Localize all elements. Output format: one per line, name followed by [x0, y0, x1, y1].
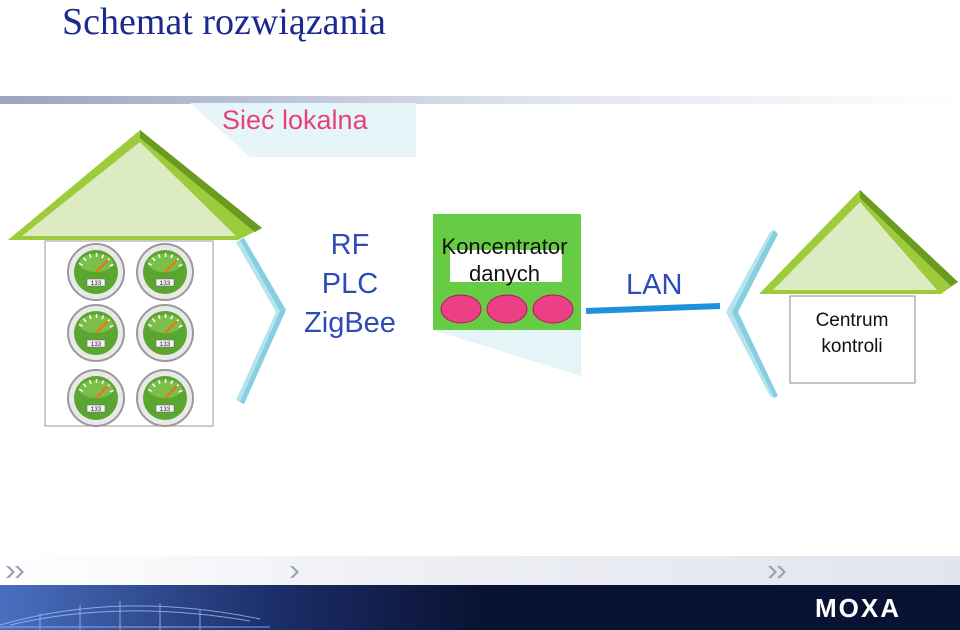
meter-grid: 133 133 133 133 133 133 — [67, 243, 194, 427]
footer-banner: MOXA — [0, 585, 960, 630]
decor-double-arrow-icon — [6, 566, 24, 578]
control-center-label-line1: Centrum — [815, 310, 889, 331]
concentrator-port-2 — [486, 294, 528, 324]
concentrator-port-1 — [440, 294, 482, 324]
data-concentrator — [433, 214, 581, 376]
meter-readout: 133 — [160, 280, 171, 287]
control-center-label: Centrum kontroli — [790, 308, 914, 360]
section-label: Sieć lokalna — [222, 105, 368, 135]
protocol-list: RF PLC ZigBee — [290, 226, 410, 343]
concentrator-label-line2: danych — [469, 261, 540, 286]
section-label-background — [190, 103, 416, 157]
meter-gauge-icon: 133 — [67, 369, 125, 427]
chevron-right-icon — [236, 238, 286, 404]
local-network-house: 133 133 133 133 133 133 — [8, 130, 262, 427]
concentrator-port-3 — [532, 294, 574, 324]
lan-label: LAN — [626, 269, 683, 301]
top-divider-bar — [0, 96, 960, 104]
concentrator-label-line1: Koncentrator — [441, 234, 568, 259]
lan-link-line — [585, 303, 721, 314]
control-center-house — [759, 190, 958, 384]
brand-logo: MOXA — [815, 593, 901, 623]
meter-readout: 133 — [91, 280, 102, 287]
bridge-image — [0, 601, 270, 630]
meter-readout: 133 — [91, 341, 102, 348]
meter-readout: 133 — [91, 406, 102, 413]
bottom-decor-band — [0, 556, 960, 586]
control-center-body — [789, 295, 916, 384]
protocol-zigbee: ZigBee — [304, 307, 396, 339]
meter-gauge-icon: 133 — [136, 304, 194, 362]
meter-gauge-icon: 133 — [136, 369, 194, 427]
decor-arrow-icon — [290, 566, 299, 578]
meter-gauge-icon: 133 — [67, 304, 125, 362]
protocol-plc: PLC — [321, 268, 379, 300]
concentrator-label: Koncentrator danych — [422, 233, 587, 287]
meter-gauge-icon: 133 — [136, 243, 194, 301]
decor-double-arrow-icon-right — [768, 566, 786, 578]
protocol-rf: RF — [330, 229, 370, 261]
meter-readout: 133 — [160, 406, 171, 413]
control-center-label-line2: kontroli — [821, 336, 883, 357]
meter-gauge-icon: 133 — [67, 243, 125, 301]
page-title: Schemat rozwiązania — [62, 1, 386, 43]
meter-readout: 133 — [160, 341, 171, 348]
